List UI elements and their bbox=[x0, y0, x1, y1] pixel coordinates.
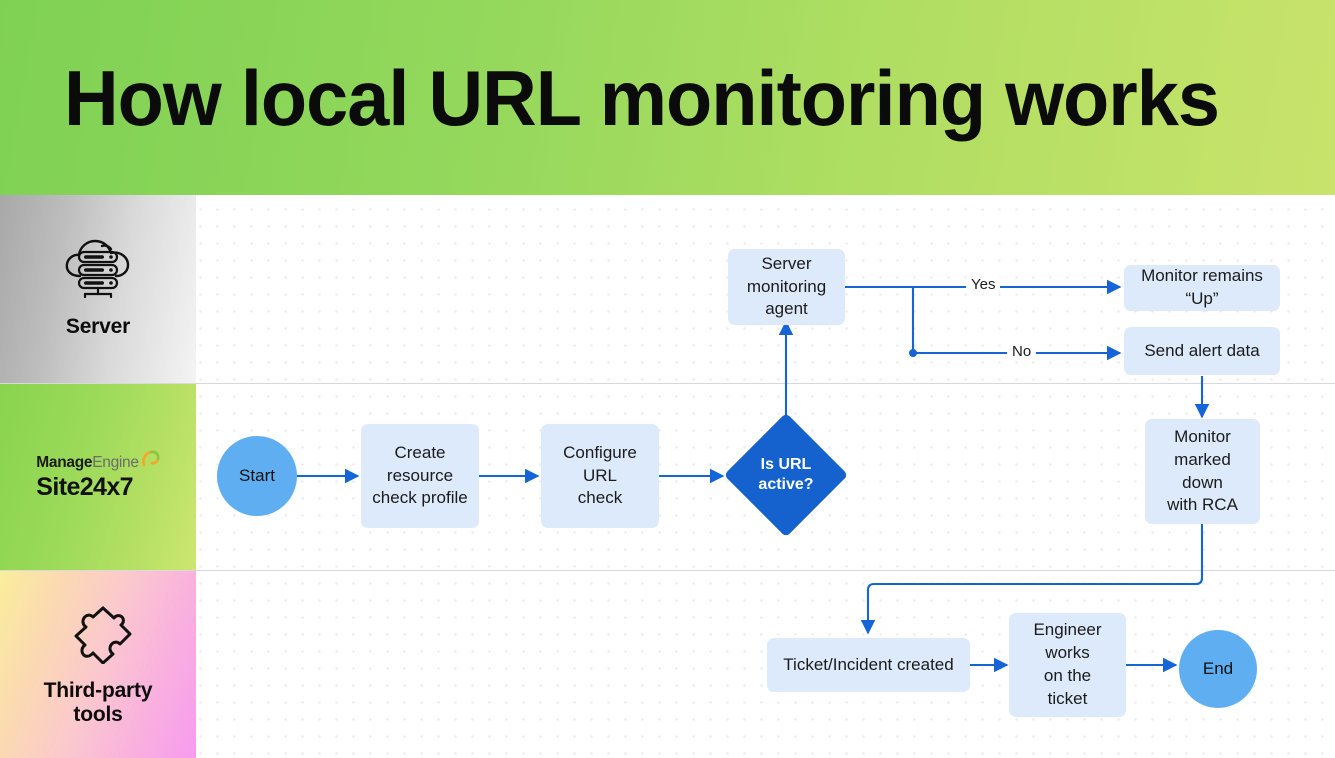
manageengine-swoosh-icon bbox=[140, 449, 160, 473]
node-create-profile-line2: resource bbox=[386, 465, 454, 485]
node-configure-url-line2: check bbox=[577, 488, 623, 508]
node-engineer-line1: Engineer works bbox=[1033, 620, 1102, 663]
lane-label-third-party-line1: Third-party bbox=[43, 678, 153, 702]
lane-header-third-party: Third-party tools bbox=[0, 571, 196, 758]
edge-label-no: No bbox=[1007, 343, 1037, 361]
node-engineer-line3: ticket bbox=[1047, 688, 1088, 708]
node-create-profile-line3: check profile bbox=[372, 488, 468, 508]
node-engineer-line2: on the bbox=[1043, 666, 1092, 685]
node-monitor-down-line2: marked down bbox=[1174, 449, 1231, 492]
lane-label-third-party-line2: tools bbox=[73, 703, 123, 726]
node-decision-label: Is URL active? bbox=[758, 455, 813, 495]
lane-divider-server-site24x7 bbox=[0, 383, 1335, 384]
node-decision-line1: Is URL bbox=[760, 456, 812, 473]
node-monitor-marked-down-with-rca[interactable]: Monitor marked down with RCA bbox=[1145, 419, 1260, 524]
lane-label-third-party: Third-party tools bbox=[44, 679, 153, 727]
node-send-alert-label: Send alert data bbox=[1144, 340, 1260, 360]
logo-engine-text: Engine bbox=[92, 453, 139, 471]
node-send-alert-data[interactable]: Send alert data bbox=[1124, 327, 1280, 375]
node-monitor-down-line3: with RCA bbox=[1167, 495, 1238, 515]
node-end[interactable]: End bbox=[1179, 630, 1257, 708]
node-create-resource-check-profile[interactable]: Create resource check profile bbox=[361, 424, 479, 528]
cloud-server-icon bbox=[60, 238, 136, 305]
node-end-label: End bbox=[1202, 659, 1234, 678]
node-ticket-incident-created[interactable]: Ticket/Incident created bbox=[767, 638, 970, 692]
edge-label-yes: Yes bbox=[966, 276, 1001, 294]
node-engineer-works-on-ticket[interactable]: Engineer works on the ticket bbox=[1009, 613, 1126, 717]
puzzle-pieces-icon bbox=[62, 602, 134, 669]
node-monitor-up-label: Monitor remains “Up” bbox=[1141, 266, 1263, 308]
branch-junction-dot bbox=[909, 349, 917, 357]
node-start[interactable]: Start bbox=[217, 436, 297, 516]
lane-header-server: Server bbox=[0, 195, 196, 383]
logo-manage-text: Manage bbox=[36, 453, 93, 471]
node-is-url-active-decision[interactable]: Is URL active? bbox=[723, 412, 849, 538]
title-banner: How local URL monitoring works bbox=[0, 0, 1335, 195]
node-agent-line3: agent bbox=[765, 299, 808, 319]
node-agent-line2: monitoring bbox=[746, 276, 827, 296]
node-create-profile-line1: Create bbox=[394, 442, 446, 462]
page-title: How local URL monitoring works bbox=[64, 53, 1220, 142]
lane-label-server: Server bbox=[65, 315, 131, 339]
node-monitor-down-line1: Monitor bbox=[1174, 426, 1231, 446]
node-configure-url-check[interactable]: Configure URL check bbox=[541, 424, 659, 528]
node-agent-line1: Server bbox=[761, 253, 812, 273]
node-start-label: Start bbox=[239, 466, 275, 485]
lane-divider-site24x7-thirdparty bbox=[0, 570, 1335, 571]
logo-site24x7-text: Site24x7 bbox=[36, 472, 133, 501]
node-ticket-label: Ticket/Incident created bbox=[783, 654, 954, 674]
node-server-monitoring-agent[interactable]: Server monitoring agent bbox=[728, 249, 845, 325]
node-decision-line2: active? bbox=[758, 476, 814, 493]
node-configure-url-line1: Configure URL bbox=[563, 442, 637, 485]
node-monitor-remains-up[interactable]: Monitor remains “Up” bbox=[1124, 265, 1280, 311]
